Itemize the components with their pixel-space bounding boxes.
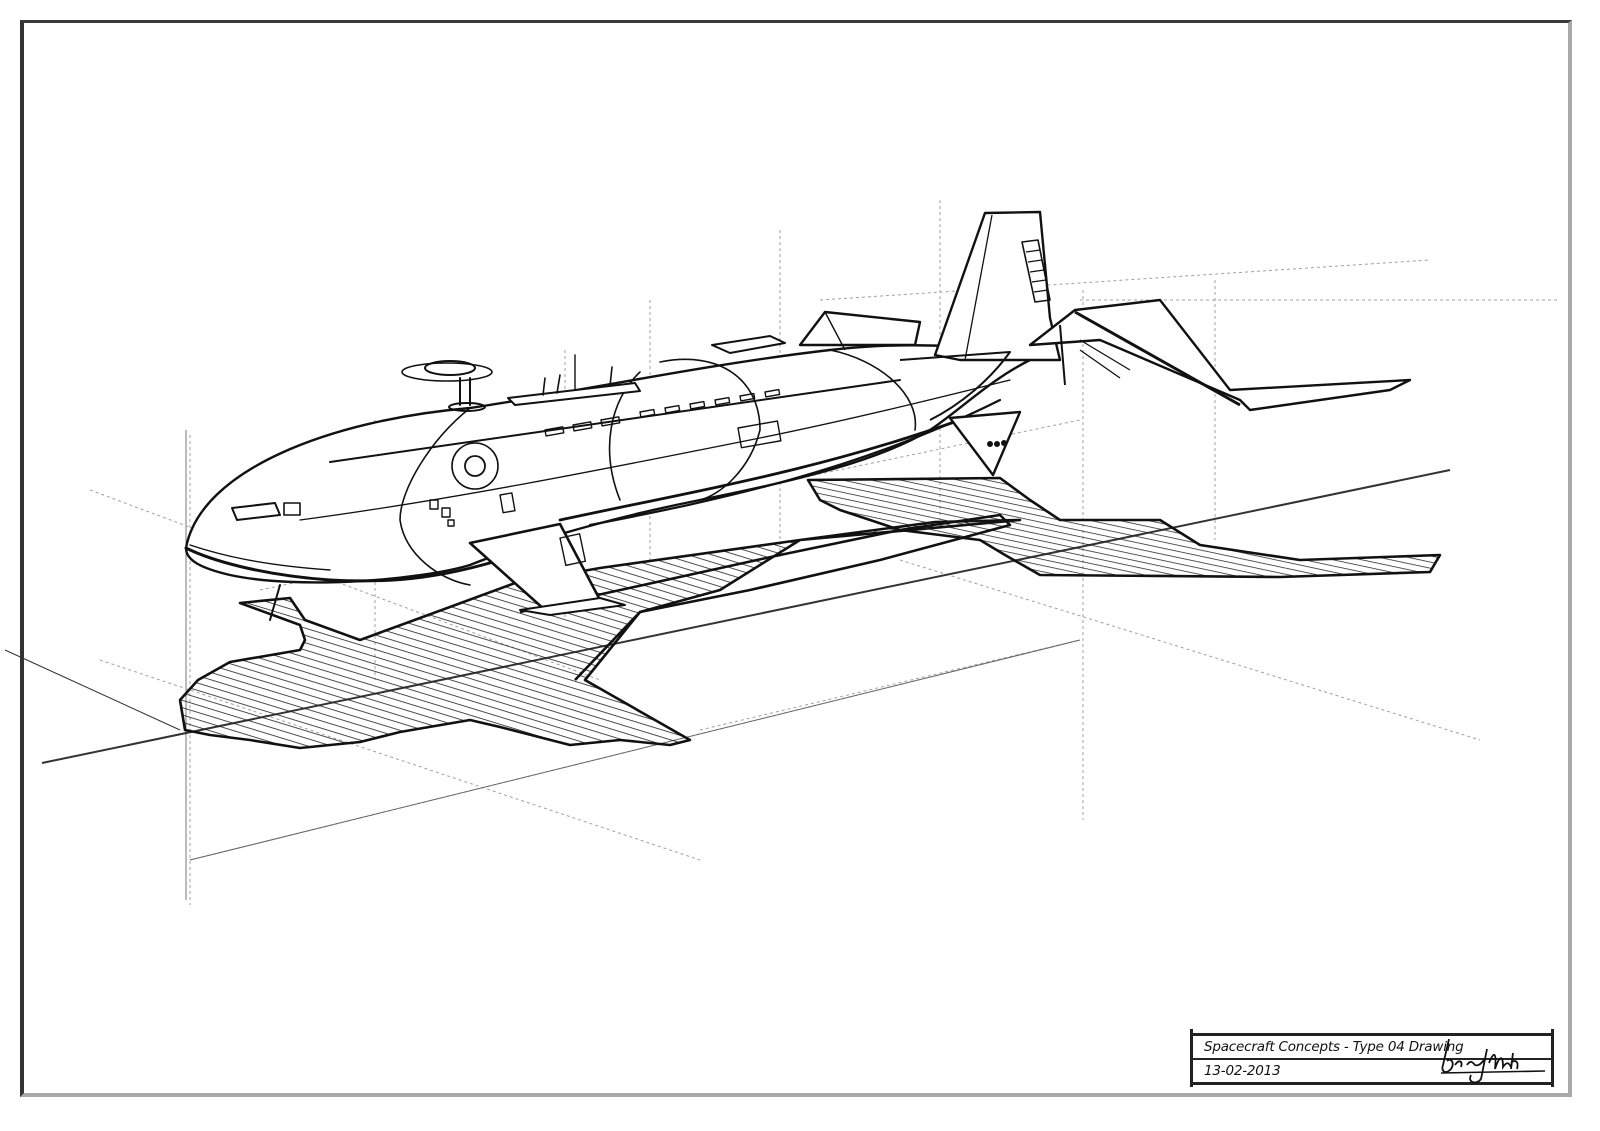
tail-assembly: [798, 210, 1412, 477]
title-block-left-rule: [1190, 1029, 1193, 1087]
title-block: Spacecraft Concepts - Type 04 Drawing 13…: [1190, 1029, 1554, 1087]
title-block-top-rule: [1190, 1033, 1554, 1036]
signature-icon: [1440, 1039, 1546, 1084]
sheet-border: [20, 20, 1572, 1097]
cast-shadow: [178, 476, 1442, 750]
title-block-bottom-rule: [1190, 1082, 1554, 1085]
title-block-mid-rule: [1190, 1058, 1554, 1060]
title-block-right-rule: [1551, 1029, 1554, 1087]
antenna-dish: [401, 360, 493, 412]
hull: [184, 335, 1032, 621]
drawing-date: 13-02-2013: [1204, 1063, 1281, 1079]
drawing-title: Spacecraft Concepts - Type 04 Drawing: [1204, 1039, 1464, 1055]
